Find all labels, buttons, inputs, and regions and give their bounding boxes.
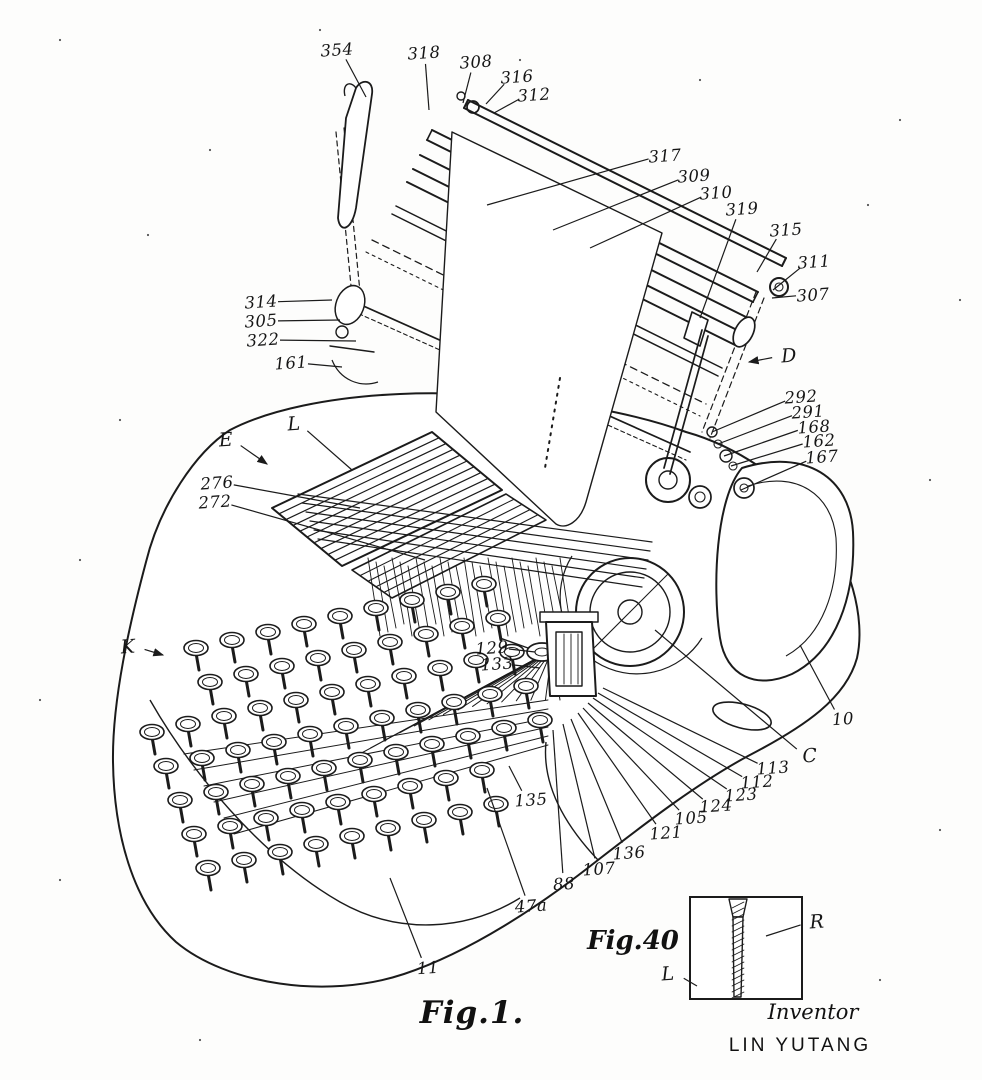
reference-label-318: 318: [406, 42, 442, 64]
reference-label-315: 315: [768, 219, 804, 241]
reference-label-354: 354: [319, 39, 355, 61]
leader-line-105: [582, 707, 680, 811]
leader-line-10: [799, 644, 835, 710]
leader-line-322: [279, 339, 357, 342]
leader-line-319: [699, 219, 737, 319]
leader-line-88: [552, 729, 564, 874]
reference-label-135: 135: [513, 789, 549, 811]
reference-label-e: E: [218, 428, 234, 452]
reference-label-88: 88: [552, 873, 576, 895]
inventor-label: Inventor: [767, 1000, 859, 1024]
leader-line-272: [231, 504, 426, 561]
leader-line-r: [765, 924, 801, 937]
reference-label-11: 11: [416, 957, 440, 979]
leader-line-133: [513, 664, 541, 669]
reference-label-307: 307: [795, 284, 831, 306]
leader-line-k: [144, 648, 165, 657]
leader-line-l: [306, 430, 353, 471]
reference-label-312: 312: [516, 84, 552, 106]
inventor-name: LIN YUTANG: [728, 1035, 872, 1056]
leader-line-312: [493, 98, 519, 114]
leader-line-135: [508, 765, 523, 792]
leader-line-316: [485, 83, 505, 105]
leader-line-311: [772, 267, 801, 291]
leader-line-308: [462, 72, 472, 104]
reference-label-l: L: [286, 412, 302, 436]
reference-label-322: 322: [245, 329, 281, 351]
reference-label-47a: 47a: [514, 895, 548, 917]
leader-line-318: [424, 63, 430, 111]
leader-line-129: [508, 648, 536, 653]
leader-line-292: [711, 400, 786, 433]
leader-line-314: [277, 299, 333, 303]
reference-label-319: 319: [724, 198, 760, 220]
leader-line-291: [717, 415, 793, 445]
leader-line-167: [740, 460, 807, 491]
reference-label-107: 107: [581, 858, 617, 880]
leader-line-354: [345, 59, 367, 98]
reference-label-308: 308: [458, 51, 494, 73]
reference-label-311: 311: [796, 251, 832, 273]
leader-line-113: [602, 687, 758, 764]
leader-line-121: [577, 712, 657, 825]
reference-label-133: 133: [479, 653, 515, 675]
reference-label-305: 305: [243, 310, 279, 332]
reference-label-314: 314: [243, 291, 279, 313]
reference-label-272: 272: [197, 491, 233, 513]
leader-line-310: [589, 196, 701, 249]
leader-line-136: [570, 718, 623, 844]
reference-label-c: C: [801, 744, 819, 768]
leader-line-168: [723, 429, 799, 457]
reference-label-161: 161: [273, 352, 309, 374]
leader-line-276: [233, 484, 361, 509]
leader-line-112: [597, 692, 743, 778]
reference-label-d: D: [780, 344, 798, 368]
leader-line-l: [683, 977, 698, 987]
fig40-caption: Fig.40: [587, 926, 679, 956]
leader-line-315: [756, 238, 777, 273]
leader-line-162: [730, 443, 803, 467]
leader-line-123: [592, 697, 728, 790]
reference-label-136: 136: [611, 842, 647, 864]
reference-label-k: K: [119, 635, 137, 659]
leader-line-e: [240, 445, 268, 465]
reference-label-r: R: [808, 910, 826, 934]
leader-line-161: [307, 363, 343, 368]
leader-line-11: [389, 877, 422, 959]
leader-line-317: [486, 158, 649, 206]
leader-line-305: [277, 319, 341, 322]
leader-line-47a: [486, 787, 526, 896]
reference-label-316: 316: [499, 66, 535, 88]
fig1-caption: Fig.1.: [419, 995, 525, 1031]
leader-line-309: [552, 179, 679, 231]
leader-line-d: [747, 356, 773, 365]
leader-line-107: [562, 723, 596, 859]
leader-line-307: [771, 295, 797, 299]
reference-label-l: L: [660, 962, 676, 986]
leader-line-124: [587, 702, 704, 800]
reference-label-121: 121: [648, 822, 684, 844]
reference-label-317: 317: [647, 145, 683, 167]
reference-label-10: 10: [831, 708, 855, 730]
leader-line-c: [654, 629, 798, 750]
reference-label-167: 167: [804, 446, 840, 468]
